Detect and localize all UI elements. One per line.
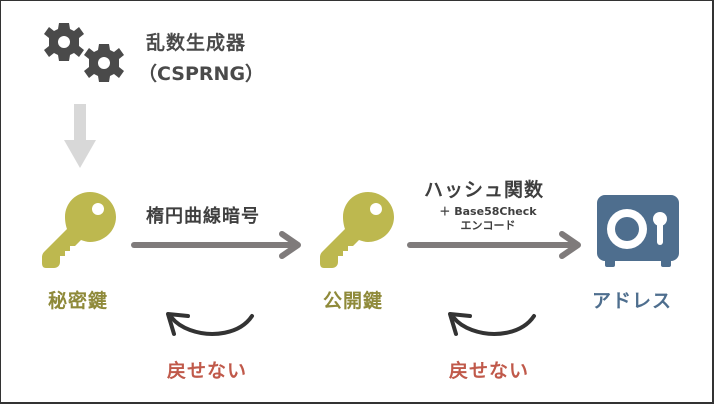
safe-icon bbox=[597, 195, 679, 267]
arrow-hash bbox=[407, 231, 581, 259]
generator-subtitle: （CSPRNG） bbox=[138, 63, 265, 85]
edge-label-hash: ハッシュ関数 bbox=[424, 179, 545, 201]
edge-sublabel-line1: ＋ Base58Check bbox=[439, 205, 537, 218]
private-key-icon bbox=[42, 192, 116, 268]
gear-large bbox=[44, 23, 84, 61]
address-label: アドレス bbox=[592, 290, 673, 312]
generator-title: 乱数生成器 bbox=[146, 32, 247, 54]
edge-sublabel-base58: ＋ Base58Check エンコード bbox=[428, 205, 548, 233]
gear-small bbox=[84, 44, 124, 82]
irreversible-label-1: 戻せない bbox=[167, 360, 248, 382]
irreversible-label-2: 戻せない bbox=[449, 360, 530, 382]
arrow-ecc bbox=[131, 231, 301, 259]
public-key-label: 公開鍵 bbox=[323, 290, 384, 312]
back-arrow-icon bbox=[166, 312, 254, 336]
edge-sublabel-line2: エンコード bbox=[460, 219, 516, 232]
edge-label-ecc: 楕円曲線暗号 bbox=[146, 206, 260, 227]
back-arrow-icon bbox=[448, 312, 536, 336]
gears-icon bbox=[44, 23, 124, 82]
private-key-label: 秘密鍵 bbox=[48, 290, 109, 312]
down-arrow-icon bbox=[64, 104, 96, 168]
public-key-icon bbox=[320, 192, 394, 268]
